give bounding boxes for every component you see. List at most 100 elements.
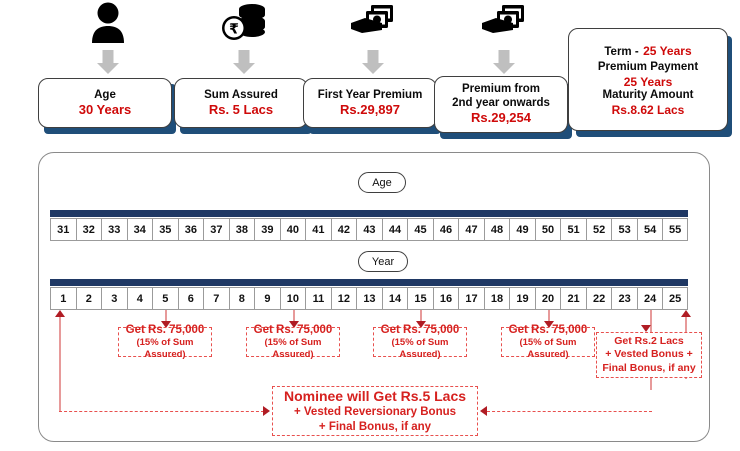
payout-arrow-year-5 (161, 321, 171, 328)
age-card-title: Age (94, 88, 116, 101)
year-cell-9: 9 (254, 287, 280, 310)
death-benefit-left-connector (59, 411, 264, 412)
year-cell-4: 4 (126, 287, 153, 310)
year-cell-6: 6 (177, 287, 204, 310)
year-cell-13: 13 (356, 287, 382, 310)
year-cell-14: 14 (381, 287, 408, 310)
year-cell-3: 3 (101, 287, 127, 310)
summary-term-row: Term - 25 Years (604, 42, 691, 61)
age-cell-51: 51 (560, 218, 586, 241)
premium-2nd-year-title-line1: Premium from (462, 83, 540, 96)
payout-stem-year-5 (165, 310, 167, 323)
year-cell-2: 2 (75, 287, 102, 310)
age-cell-36: 36 (177, 218, 204, 241)
year-cell-23: 23 (611, 287, 637, 310)
year-cell-22: 22 (585, 287, 612, 310)
arrow-stem (238, 50, 250, 63)
maturity-stem-year-23-lower (650, 378, 652, 390)
summary-maturity-value: Rs.8.62 Lacs (611, 102, 685, 117)
rupee-coins-icon: ₹ (174, 0, 314, 46)
payout-box-year-5-line2: (15% of Sum Assured) (136, 337, 194, 361)
payout-box-year-15-line2: (15% of Sum Assured) (391, 337, 449, 361)
death-benefit-right-arrowhead (480, 406, 487, 416)
sum-assured-value: Rs. 5 Lacs (208, 102, 274, 118)
year-cell-17: 17 (458, 287, 484, 310)
age-cell-33: 33 (101, 218, 127, 241)
year-cell-15: 15 (407, 287, 433, 310)
age-cell-55: 55 (662, 218, 688, 241)
arrow-head-down-icon (97, 63, 119, 74)
age-cell-35: 35 (152, 218, 178, 241)
arrow-head-down-icon (233, 63, 255, 74)
top-card-first-year-premium: First Year Premium Rs.29,897 (303, 0, 443, 140)
age-cell-37: 37 (203, 218, 229, 241)
hand-cash-icon (434, 0, 574, 46)
maturity-arrow-year-25 (681, 310, 691, 317)
age-cell-38: 38 (228, 218, 255, 241)
payout-arrow-year-20 (544, 321, 554, 328)
year-cell-10: 10 (279, 287, 306, 310)
year-cell-24: 24 (636, 287, 663, 310)
death-benefit-stem-year-1 (59, 317, 61, 412)
summary-maturity-label: Maturity Amount (602, 88, 694, 101)
year-cell-11: 11 (305, 287, 331, 310)
payout-box-year-10-line1: Get Rs. 75,000 (253, 323, 333, 336)
age-cell-32: 32 (75, 218, 102, 241)
age-cell-42: 42 (330, 218, 357, 241)
arrow-stem (102, 50, 114, 63)
sum-assured-title: Sum Assured (204, 88, 278, 101)
age-cell-40: 40 (279, 218, 306, 241)
payout-box-year-5: Get Rs. 75,000 (15% of Sum Assured) (118, 324, 212, 360)
age-cell-48: 48 (483, 218, 510, 241)
age-cell-53: 53 (611, 218, 637, 241)
arrow-head-down-icon (362, 63, 384, 74)
age-cell-49: 49 (509, 218, 535, 241)
hand-cash-icon (303, 0, 443, 46)
age-cell-44: 44 (381, 218, 408, 241)
payout-box-year-20: Get Rs. 75,000 (15% of Sum Assured) (501, 324, 595, 360)
summary-premium-payment-value: 25 Years (623, 74, 673, 89)
age-row-navy-bar (50, 210, 688, 217)
age-card-value: 30 Years (78, 102, 132, 118)
summary-card: Term - 25 Years Premium Payment 25 Years… (568, 28, 728, 131)
year-cell-18: 18 (483, 287, 510, 310)
payout-box-year-5-line1: Get Rs. 75,000 (125, 323, 205, 336)
age-cell-54: 54 (636, 218, 663, 241)
death-benefit-arrow-year-1 (55, 310, 65, 317)
age-cell-43: 43 (356, 218, 382, 241)
year-cell-12: 12 (330, 287, 357, 310)
year-pill-text: Year (371, 255, 395, 268)
top-card-age: Age 30 Years (38, 0, 178, 140)
year-cell-5: 5 (152, 287, 178, 310)
death-benefit-left-arrowhead (263, 406, 270, 416)
age-cell-41: 41 (305, 218, 331, 241)
year-cell-8: 8 (228, 287, 255, 310)
age-cell-34: 34 (126, 218, 153, 241)
age-pill-label: Age (358, 172, 406, 193)
payout-box-year-20-line1: Get Rs. 75,000 (508, 323, 588, 336)
arrow-stem (367, 50, 379, 63)
top-card-summary: Term - 25 Years Premium Payment 25 Years… (568, 0, 738, 145)
death-benefit-line2: + Vested Reversionary Bonus (293, 406, 457, 419)
top-card-sum-assured: ₹ Sum Assured Rs. 5 Lacs (174, 0, 314, 140)
year-cell-16: 16 (432, 287, 459, 310)
premium-2nd-year-card: Premium from 2nd year onwards Rs.29,254 (434, 76, 568, 133)
year-cell-20: 20 (534, 287, 561, 310)
death-benefit-right-connector (487, 411, 652, 412)
first-year-premium-title: First Year Premium (317, 88, 423, 101)
maturity-payout-arrow (641, 325, 651, 332)
arrow-head-down-icon (493, 63, 515, 74)
maturity-payout-line1: Get Rs.2 Lacs (614, 335, 684, 348)
payout-box-year-10-line2: (15% of Sum Assured) (264, 337, 322, 361)
death-benefit-line1: Nominee will Get Rs.5 Lacs (283, 387, 467, 404)
year-cell-21: 21 (560, 287, 586, 310)
payout-box-year-10: Get Rs. 75,000 (15% of Sum Assured) (246, 324, 340, 360)
age-cell-47: 47 (458, 218, 484, 241)
age-cell-52: 52 (585, 218, 612, 241)
svg-text:₹: ₹ (229, 22, 239, 38)
payout-box-year-20-line2: (15% of Sum Assured) (519, 337, 577, 361)
year-cell-7: 7 (203, 287, 229, 310)
